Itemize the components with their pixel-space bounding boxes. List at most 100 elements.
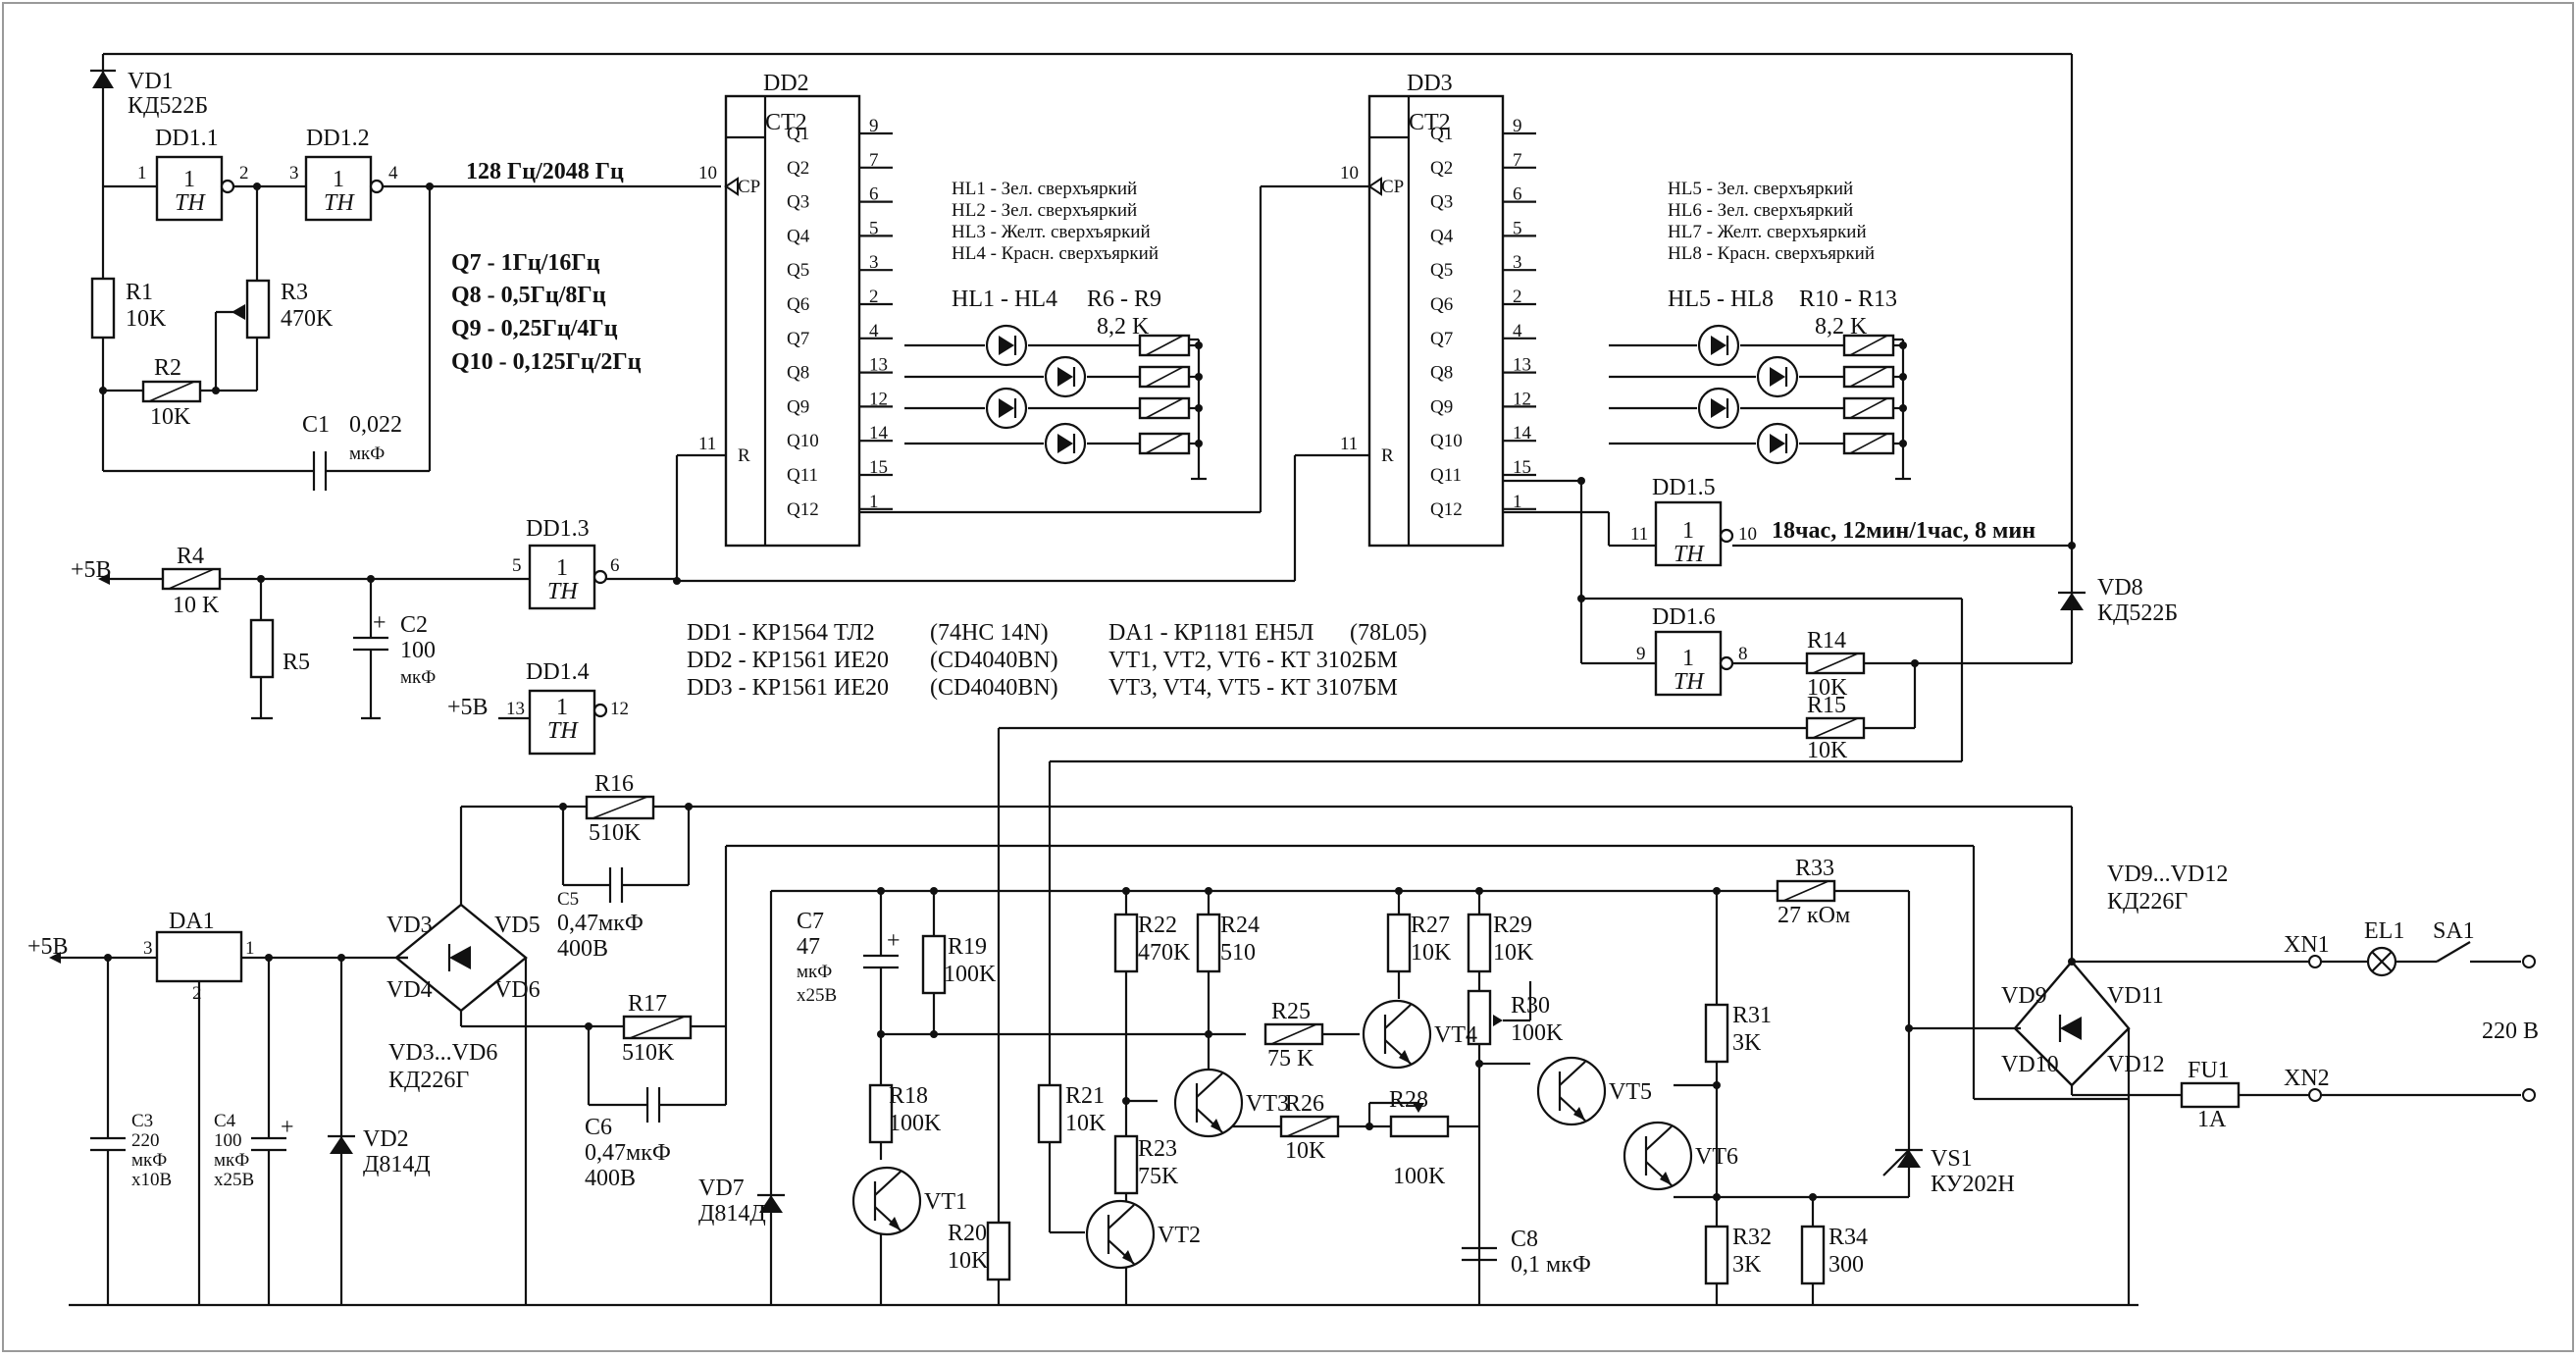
r25-val: 75 K [1267,1046,1314,1072]
r27-val: 10K [1411,940,1452,966]
resistor-r18 [868,1083,894,1144]
dd1-5-pin-in: 11 [1630,524,1648,545]
fu1-val: 1A [2197,1107,2227,1132]
transistor-vt2: VT2 [1085,1199,1201,1270]
bridge1-note2: КД226Г [388,1068,469,1093]
r21-val: 10K [1065,1111,1107,1136]
parts-vt-n: VT1, VT2, VT6 - КТ 3102БМ [1108,648,1398,673]
power-section: +5В DA1 3 1 2 C3 220 мкФ x10В + C4 100 м… [27,771,2138,1307]
diode-vd1: VD1 КД522Б [90,54,208,186]
fuse-fu1 [2180,1081,2241,1109]
led-note-hl6: HL6 - Зел. сверхъяркий [1668,200,1853,221]
sa1-label: SA1 [2433,918,2475,944]
r22-val: 470K [1138,940,1191,966]
dd2-output-q7: Q7 [787,329,809,349]
parts-dd3-alt: (CD4040BN) [930,675,1058,701]
dd2-r: R [738,445,750,466]
dd1-4-pin-out: 12 [610,699,629,719]
r24-ref: R24 [1220,913,1260,938]
regulator-da1 [155,930,243,983]
c2-val: 100 [400,638,436,663]
dd2-output-q2: Q2 [787,158,809,179]
r16-ref: R16 [594,771,634,797]
r-group-2: R10 - R13 [1799,287,1897,312]
r33-val: 27 кОм [1777,903,1850,928]
r4-val: 10 K [173,593,220,618]
r2-ref: R2 [154,355,181,381]
resistor-r32 [1704,1225,1729,1285]
da1-pin-out: 1 [245,938,255,959]
c6-volt: 400В [585,1166,636,1191]
dd1-5-sub: TH [1674,542,1705,567]
resistor-r29 [1467,913,1492,973]
diode-vd8: VD8 КД522Б [2058,575,2178,663]
fu1-ref: FU1 [2188,1058,2230,1083]
resistor-r20 [986,1221,1011,1281]
r1-val: 10K [126,306,167,332]
dd1-1-pin-in: 1 [137,163,147,183]
dd1-4-symbol: 1 [556,695,568,720]
c8-val: 0,1 мкФ [1511,1252,1591,1278]
resistor-r34 [1800,1225,1826,1285]
r28-val: 100K [1393,1164,1446,1189]
gate-dd1-6: DD1.6 1 TH 9 8 [1636,604,1748,697]
dd3-pin-q5: 3 [1513,252,1522,273]
c3-l3: x10В [131,1170,172,1190]
resistor-r22 [1113,913,1139,973]
dd3-name: DD3 [1407,71,1453,96]
label-vt6: VT6 [1695,1144,1738,1170]
led-note-hl7: HL7 - Желт. сверхъяркий [1668,222,1867,242]
led-array-2 [1609,324,1911,481]
dd2-pin-q4: 5 [869,218,879,238]
label-vt1: VT1 [924,1189,967,1215]
parts-dd1-alt: (74HC 14N) [930,620,1049,646]
label-vt3: VT3 [1246,1091,1289,1117]
parts-dd3: DD3 - КР1561 ИЕ20 [687,675,889,701]
r28-ref: R28 [1389,1087,1428,1113]
dd2-output-q3: Q3 [787,192,809,213]
dd1-6-pin-out: 8 [1738,644,1748,664]
led-array-1 [904,324,1207,481]
vs1-ref: VS1 [1931,1146,1973,1172]
dd3-output-q8: Q8 [1430,363,1453,384]
led-notes-2: HL5 - Зел. сверхъяркий HL6 - Зел. сверхъ… [1668,179,1897,340]
gate-dd1-3: DD1.3 1 TH 5 6 [512,516,620,610]
dd3-pin-q8: 13 [1513,355,1531,376]
dd2-pin-q11: 15 [869,457,888,478]
dd2-cp-pin: 10 [698,163,717,183]
c7-l2: мкФ [797,962,832,982]
svg-text:+: + [887,928,901,954]
time-interval-label: 18час, 12мин/1час, 8 мин [1772,518,2035,544]
r17-val: 510K [622,1040,675,1066]
r14-ref: R14 [1807,628,1846,653]
dd3-cp: CP [1381,177,1404,197]
r26-ref: R26 [1285,1091,1324,1117]
bridge1-d1: VD3 [386,913,433,938]
dd2-output-q12: Q12 [787,499,819,520]
analog-timer-section: VD7 Д814Д + C7 47 мкФ x25В R19 100K R18 … [698,728,2021,1305]
dd1-5-name: DD1.5 [1652,475,1716,500]
led-note-hl8: HL8 - Красн. сверхъяркий [1668,243,1875,264]
r18-ref: R18 [889,1083,928,1109]
c4-l3: x25В [214,1170,254,1190]
dd3-pin-q4: 5 [1513,218,1522,238]
xn1-label: XN1 [2284,932,2330,958]
transistor-vt5: VT5 [1536,1056,1652,1126]
c2-unit: мкФ [400,667,436,688]
r32-ref: R32 [1732,1225,1772,1250]
resistor-r24 [1196,913,1221,973]
dd3-output-q2: Q2 [1430,158,1453,179]
mains-section: VD9 VD11 VD10 VD12 VD9...VD12 КД226Г XN1… [1972,807,2539,1305]
dd2-pin-q3: 6 [869,184,879,205]
c4-l1: 100 [214,1130,242,1151]
r5-ref: R5 [283,650,310,675]
switch-sa1[interactable] [2436,941,2471,963]
gate-dd1-4: DD1.4 1 TH 13 12 +5В [447,659,629,756]
resistor-r19 [921,934,947,995]
gate-dd1-5: DD1.5 1 TH 11 10 [1630,475,1757,567]
resistor-r3 [245,279,271,340]
c2-ref: C2 [400,612,428,638]
transistor-vt3: VT3 [1173,1068,1289,1138]
